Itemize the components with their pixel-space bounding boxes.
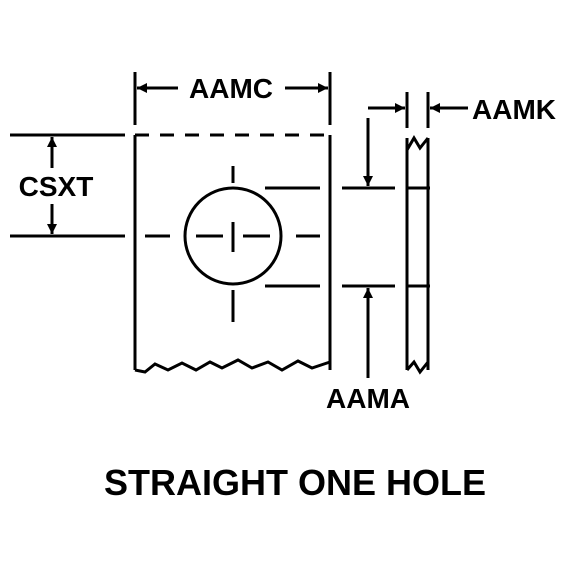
side-view-bottom-break bbox=[405, 359, 430, 375]
hole-circle bbox=[183, 186, 283, 286]
aamk-label: AAMK bbox=[472, 94, 556, 125]
aamc-label: AAMC bbox=[189, 73, 273, 104]
plate-side-view bbox=[405, 135, 430, 375]
hole bbox=[145, 166, 320, 322]
extension-lines bbox=[10, 72, 430, 238]
aama-label: AAMA bbox=[326, 383, 410, 414]
side-view-top-break bbox=[405, 135, 430, 151]
csxt-label: CSXT bbox=[19, 171, 94, 202]
plate-bottom-break-line bbox=[134, 358, 331, 374]
plate-front-view bbox=[133, 133, 332, 374]
hole-projection-lines bbox=[265, 186, 430, 288]
diagram-caption: STRAIGHT ONE HOLE bbox=[104, 462, 486, 503]
